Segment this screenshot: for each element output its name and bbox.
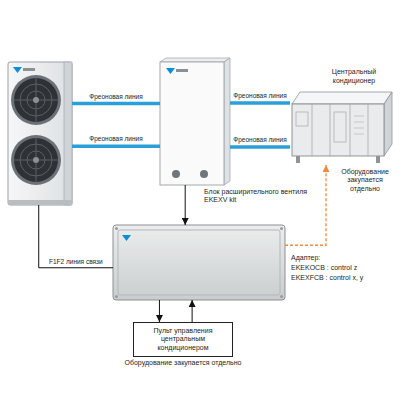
adapter-note: EKEXFCB : control x, y: [291, 274, 363, 282]
node-label: Блок расширительного вентиля EKEXV kit: [204, 188, 312, 205]
node-note: Оборудование закупается отдельно: [338, 168, 392, 193]
illustration-part: [33, 157, 39, 163]
node-label: Центральный кондиционер: [320, 68, 388, 85]
illustration-part: [33, 97, 39, 103]
signal-line: [39, 205, 113, 268]
illustration-part: [11, 135, 61, 185]
controller-box: Пульт управления центральным кондиционер…: [133, 322, 233, 357]
illustration-part: [11, 135, 61, 185]
illustration-part: [296, 112, 308, 126]
illustration-part: [118, 230, 280, 295]
refrigerant-line: [230, 101, 290, 105]
illustration-part: [296, 156, 300, 163]
illustration-part: [64, 62, 72, 205]
signal-line: [285, 165, 326, 245]
central-ac-illustration: [292, 92, 392, 163]
illustration-part: [312, 104, 368, 156]
line-label: Фреоновая линия: [232, 136, 287, 143]
illustration-part: [160, 58, 230, 62]
refrigerant-line: [72, 145, 160, 149]
refrigerant-line: [72, 102, 160, 106]
line-label: Фреоновая линия: [232, 92, 287, 99]
illustration-part: [8, 62, 72, 205]
adapter-note: EKEKOCB : control z: [291, 264, 357, 272]
illustration-part: [280, 295, 283, 298]
signal-line: [192, 300, 193, 322]
illustration-part: [166, 68, 175, 74]
illustration-part: [176, 69, 188, 72]
illustration-part: [122, 235, 131, 241]
illustration-part: [11, 75, 61, 125]
illustration-part: [115, 227, 118, 230]
node-label: Пульт управления центральным кондиционер…: [138, 327, 228, 352]
illustration-part: [8, 200, 72, 205]
illustration-part: [14, 78, 58, 122]
illustration-part: [280, 227, 283, 230]
illustration-part: [14, 138, 58, 182]
illustration-part: [224, 58, 230, 185]
illustration-part: [376, 156, 380, 163]
node-note: Оборудование закупается отдельно: [125, 359, 242, 367]
illustration-part: [113, 225, 285, 300]
adapter-note: Адаптер:: [291, 254, 320, 262]
line-label: Фреоновая линия: [88, 135, 143, 142]
illustration-part: [13, 67, 22, 73]
expansion-valve-box: Блок расширительного вентиля EKEXV kit: [160, 58, 230, 185]
central-air-conditioner: Центральный кондиционерОборудование заку…: [290, 88, 393, 165]
signal-line: [159, 300, 160, 322]
illustration-part: [334, 112, 346, 142]
signal-line: [185, 185, 186, 225]
line-label: F1F2 линия связи: [48, 258, 104, 265]
illustration-part: [115, 295, 118, 298]
outdoor-unit: [8, 62, 72, 205]
refrigerant-line: [230, 145, 290, 149]
control-box-illustration: [113, 225, 285, 300]
illustration-part: [172, 170, 180, 178]
illustration-part: [14, 78, 58, 122]
illustration-part: [200, 170, 208, 178]
line-label: Фреоновая линия: [88, 93, 143, 100]
outdoor-unit-illustration: [8, 62, 72, 205]
illustration-part: [354, 116, 364, 134]
illustration-part: [160, 62, 224, 185]
illustration-part: [292, 104, 384, 156]
adapter-box: [113, 225, 285, 300]
illustration-part: [14, 138, 58, 182]
illustration-part: [11, 75, 61, 125]
illustration-part: [292, 92, 392, 104]
illustration-part: [384, 92, 392, 156]
illustration-part: [23, 68, 35, 71]
valve-box-illustration: [160, 58, 230, 185]
